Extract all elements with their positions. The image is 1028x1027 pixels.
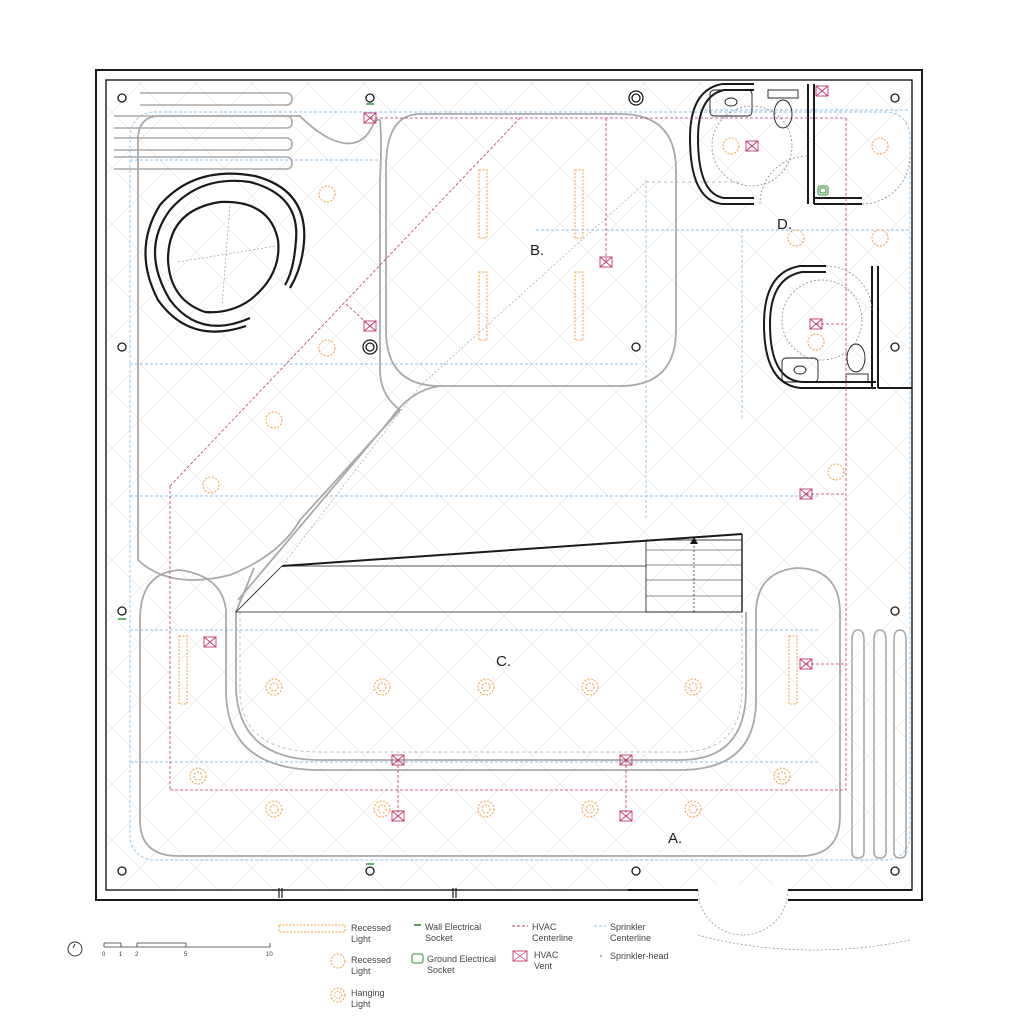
room-label-a: A. bbox=[668, 830, 682, 847]
legend-recessed-linear: Recessed Light bbox=[278, 923, 391, 944]
legend-label: Socket bbox=[427, 965, 455, 975]
radiator-coil-right bbox=[851, 629, 907, 859]
hvac-vent-icon bbox=[203, 636, 217, 648]
round-recessed-lights bbox=[202, 137, 889, 494]
legend-label: Wall Electrical bbox=[425, 922, 481, 932]
room-label-d: D. bbox=[777, 216, 792, 233]
legend-sprinkler-head: Sprinkler-head bbox=[599, 951, 669, 961]
hanging-light-icon bbox=[684, 800, 702, 818]
room-label-c: C. bbox=[496, 653, 511, 670]
background-grid bbox=[108, 82, 914, 890]
exterior-walls bbox=[95, 69, 923, 901]
hvac-vent-icon bbox=[391, 810, 405, 822]
legend-label: Recessed bbox=[351, 923, 391, 933]
legend-wall-socket: Wall Electrical Socket bbox=[414, 922, 481, 943]
window-mullions bbox=[278, 888, 457, 898]
hanging-light-icon bbox=[581, 678, 599, 696]
legend-label: Recessed bbox=[351, 955, 391, 965]
hanging-light-icon bbox=[265, 800, 283, 818]
legend-label: Vent bbox=[534, 961, 553, 971]
hvac-vent-icon bbox=[799, 488, 813, 500]
entrance-gap bbox=[698, 886, 788, 904]
scale-tick-label: 5 bbox=[184, 952, 188, 958]
legend-hvac-vent: HVAC Vent bbox=[512, 950, 559, 971]
hanging-light-icon bbox=[373, 800, 391, 818]
radiator-coil-top bbox=[114, 92, 293, 170]
legend-label: Light bbox=[351, 934, 371, 944]
bathroom-lower bbox=[762, 265, 912, 389]
legend-sprinkler-centerline: Sprinkler Centerline bbox=[594, 922, 651, 943]
scale-labels: 0 1 2 5 10 bbox=[102, 952, 273, 958]
hanging-light-icon bbox=[189, 767, 207, 785]
bathroom-upper bbox=[688, 83, 862, 205]
legend-label: HVAC bbox=[532, 922, 557, 932]
entrance-door[interactable] bbox=[697, 889, 911, 951]
hvac-vents bbox=[203, 85, 829, 822]
legend-hanging: Hanging Light bbox=[330, 987, 385, 1009]
tub-centerlines bbox=[177, 205, 277, 307]
structural-posts bbox=[117, 90, 900, 876]
scale-tick-label: 2 bbox=[135, 952, 139, 958]
floor-edge-dashed bbox=[239, 181, 743, 753]
legend-label: Centerline bbox=[610, 933, 651, 943]
hvac-vent-icon bbox=[745, 140, 759, 152]
legend-label: Ground Electrical bbox=[427, 954, 496, 964]
hanging-light-icon bbox=[581, 800, 599, 818]
scale-tick-label: 1 bbox=[119, 952, 123, 958]
sprinkler-lines bbox=[129, 109, 911, 861]
hvac-vent-icon bbox=[619, 810, 633, 822]
bathroom-door-swings bbox=[711, 105, 911, 361]
bathroom-fixtures bbox=[709, 89, 869, 383]
legend-label: Light bbox=[351, 999, 371, 1009]
staircase bbox=[235, 533, 743, 613]
legend-label: Light bbox=[351, 966, 371, 976]
wall-sockets bbox=[118, 103, 374, 865]
scale-tick-label: 0 bbox=[102, 952, 106, 958]
scale-tick-label: 10 bbox=[266, 952, 273, 958]
legend-label: Sprinkler-head bbox=[610, 951, 669, 961]
legend-recessed-round: Recessed Light bbox=[330, 953, 391, 976]
hvac-vent-icon bbox=[599, 256, 613, 268]
legend-hvac-centerline: HVAC Centerline bbox=[512, 922, 573, 943]
hvac-vent-icon bbox=[815, 85, 829, 97]
floor-contours bbox=[137, 113, 841, 857]
room-label-b: B. bbox=[530, 242, 544, 259]
north-arrow-icon bbox=[67, 941, 83, 957]
ground-socket bbox=[817, 185, 829, 196]
hvac-vent-icon bbox=[391, 754, 405, 766]
hanging-light-icon bbox=[773, 767, 791, 785]
legend-label: Sprinkler bbox=[610, 922, 646, 932]
hanging-lights bbox=[189, 678, 791, 818]
hanging-light-icon bbox=[265, 678, 283, 696]
round-tub bbox=[144, 172, 306, 333]
scale-bar bbox=[103, 942, 271, 948]
legend-ground-socket: Ground Electrical Socket bbox=[411, 953, 496, 975]
hvac-vent-icon bbox=[809, 318, 823, 330]
legend-label: Centerline bbox=[532, 933, 573, 943]
legend: Recessed Light Recessed Light Hanging Li… bbox=[278, 922, 669, 1009]
linear-recessed-lights bbox=[178, 169, 798, 705]
hanging-light-icon bbox=[477, 678, 495, 696]
diagonal-ceiling-line bbox=[281, 181, 647, 567]
legend-label: Socket bbox=[425, 933, 453, 943]
hanging-light-icon bbox=[477, 800, 495, 818]
hvac-vent-icon bbox=[799, 658, 813, 670]
hvac-vent-icon bbox=[363, 112, 377, 124]
hvac-lines bbox=[169, 117, 847, 816]
hanging-light-icon bbox=[373, 678, 391, 696]
legend-label: Hanging bbox=[351, 988, 385, 998]
hvac-vent-icon bbox=[619, 754, 633, 766]
hvac-vent-icon bbox=[363, 320, 377, 332]
hanging-light-icon bbox=[684, 678, 702, 696]
legend-label: HVAC bbox=[534, 950, 559, 960]
